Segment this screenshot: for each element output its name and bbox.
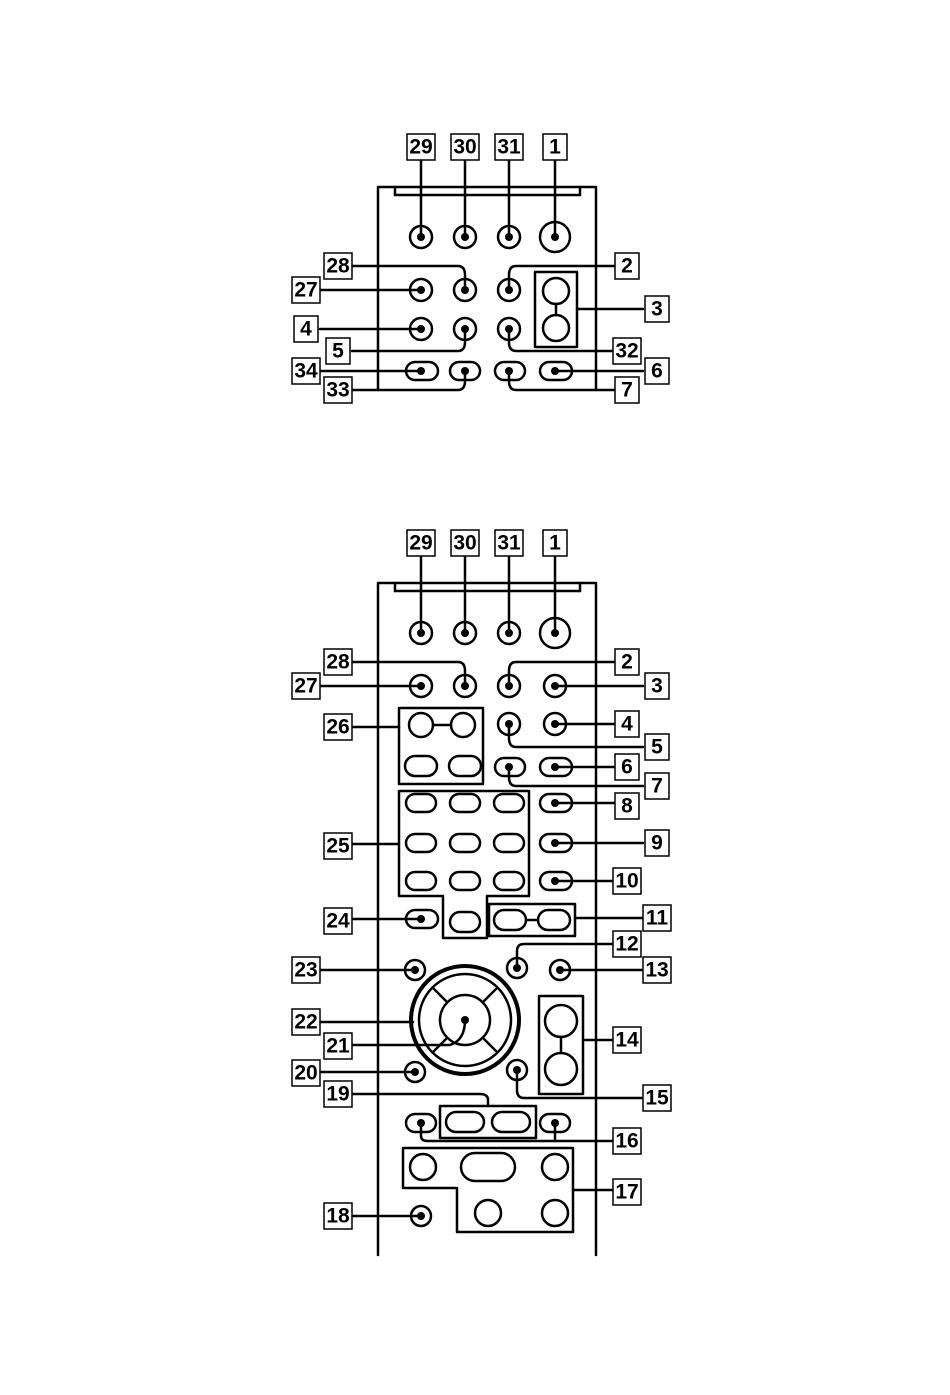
callout-label: 26 [326, 716, 349, 739]
callout-label: 29 [409, 136, 432, 159]
callout-label: 19 [326, 1083, 349, 1106]
callout-label: 18 [326, 1205, 350, 1228]
callout-label: 34 [294, 360, 318, 383]
callout-label: 6 [621, 756, 633, 779]
callout-label: 2 [621, 255, 633, 278]
callout-label: 28 [326, 651, 350, 674]
callout-label: 2 [621, 651, 633, 674]
callouts-top: 29 30 31 1 28 2 27 3 4 32 5 34 6 33 7 [292, 134, 669, 403]
callout-label: 1 [549, 532, 561, 555]
callout-label: 31 [497, 136, 521, 159]
callout-label: 33 [326, 379, 349, 402]
callout-label: 7 [651, 775, 663, 798]
callout-label: 10 [615, 870, 638, 893]
button-group-19 [440, 1106, 536, 1138]
callout-label: 25 [326, 835, 350, 858]
button-3-up[interactable] [543, 278, 569, 304]
callout-label: 28 [326, 255, 350, 278]
callout-label: 24 [326, 910, 350, 933]
callout-label: 17 [615, 1181, 638, 1204]
callout-label: 6 [651, 360, 663, 383]
callout-label: 31 [497, 532, 521, 555]
callout-label: 21 [326, 1035, 350, 1058]
remote-full-diagram [320, 556, 643, 1255]
callout-label: 5 [651, 736, 663, 759]
callout-label: 12 [615, 933, 638, 956]
callout-label: 11 [646, 907, 669, 930]
callout-label: 4 [621, 713, 633, 736]
button-3-down[interactable] [543, 315, 569, 341]
remote-top-diagram [320, 160, 643, 390]
callout-label: 20 [294, 1062, 317, 1085]
callout-label: 27 [294, 279, 317, 302]
callout-label: 4 [300, 318, 312, 341]
callout-label: 3 [651, 675, 663, 698]
callout-label: 30 [453, 532, 476, 555]
button-group-17 [403, 1148, 573, 1232]
callout-label: 14 [615, 1029, 639, 1052]
callout-label: 32 [615, 340, 638, 363]
callout-label: 3 [651, 298, 663, 321]
callout-label: 5 [332, 340, 344, 363]
callout-label: 29 [409, 532, 432, 555]
callout-label: 13 [645, 959, 668, 982]
callout-label: 22 [294, 1011, 317, 1034]
callout-label: 8 [621, 795, 633, 818]
callouts-full: 29 30 31 1 28 2 27 3 26 4 5 6 7 8 25 9 1… [292, 530, 671, 1229]
callout-label: 23 [294, 959, 317, 982]
callout-label: 27 [294, 675, 317, 698]
callout-label: 7 [621, 379, 633, 402]
callout-label: 30 [453, 136, 476, 159]
callout-label: 1 [549, 136, 561, 159]
callout-label: 9 [651, 832, 663, 855]
callout-label: 16 [615, 1130, 638, 1153]
callout-label: 15 [645, 1087, 669, 1110]
